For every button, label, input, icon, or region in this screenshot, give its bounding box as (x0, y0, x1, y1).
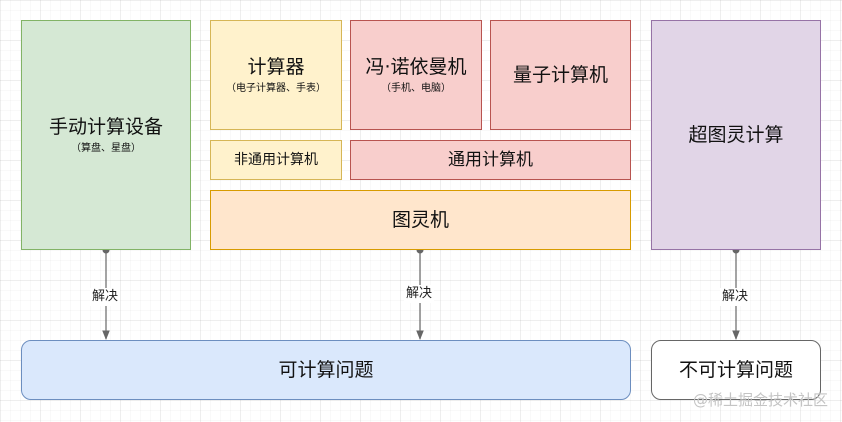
manual-computing-devices-title: 手动计算设备 (48, 116, 163, 138)
von-neumann-machine-title: 冯·诺依曼机 (365, 56, 467, 78)
uncomputable-problems-title: 不可计算问题 (678, 359, 793, 381)
von-neumann-machine-subtitle: （手机、电脑） (381, 83, 451, 94)
manual-computing-devices-subtitle: （算盘、星盘） (71, 143, 141, 154)
calculator-title: 计算器 (247, 56, 305, 78)
edge-label-solves: 解决 (404, 285, 435, 303)
computable-problems-title: 可计算问题 (278, 359, 374, 381)
quantum-computer-box: 量子计算机 (490, 20, 631, 130)
super-turing-computation-box: 超图灵计算 (651, 20, 821, 250)
watermark: @稀土掘金技术社区 (692, 391, 828, 409)
super-turing-computation-title: 超图灵计算 (688, 124, 784, 146)
non-general-computer-title: 非通用计算机 (234, 152, 318, 168)
von-neumann-machine-box: 冯·诺依曼机 （手机、电脑） (350, 20, 482, 130)
calculator-box: 计算器 （电子计算器、手表） (210, 20, 342, 130)
edge-label-solves: 解决 (90, 288, 121, 306)
general-computer-box: 通用计算机 (350, 140, 631, 180)
edge-label-solves: 解决 (720, 288, 751, 306)
manual-computing-devices-box: 手动计算设备 （算盘、星盘） (21, 20, 191, 250)
turing-machine-title: 图灵机 (391, 209, 449, 231)
turing-machine-box: 图灵机 (210, 190, 631, 250)
calculator-subtitle: （电子计算器、手表） (226, 83, 326, 94)
uncomputable-problems-box: 不可计算问题 (651, 340, 821, 400)
quantum-computer-title: 量子计算机 (512, 64, 608, 86)
computable-problems-box: 可计算问题 (21, 340, 631, 400)
general-computer-title: 通用计算机 (448, 150, 533, 170)
non-general-computer-box: 非通用计算机 (210, 140, 342, 180)
